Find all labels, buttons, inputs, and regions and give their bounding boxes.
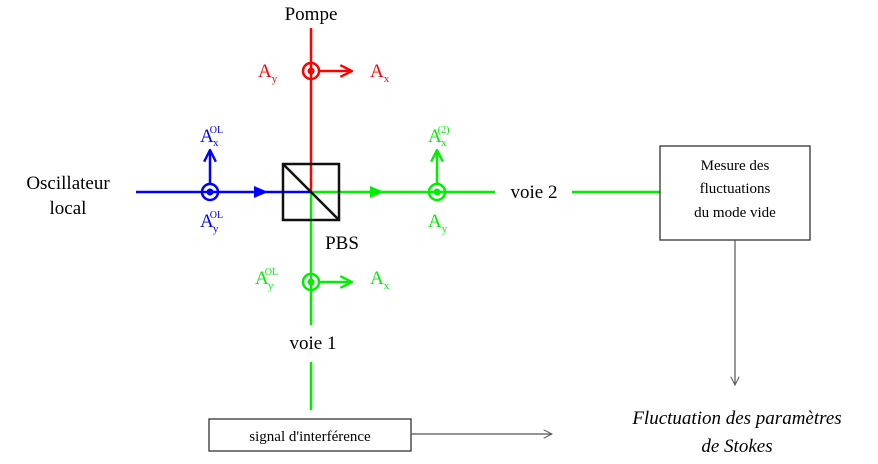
- voie2-ay-label: Ay: [428, 211, 448, 235]
- mesure-line2: fluctuations: [700, 181, 771, 197]
- voie2-ax-sub: x: [441, 137, 447, 149]
- lo-ax-sub: x: [213, 137, 219, 149]
- result-line1: Fluctuation des paramètres: [631, 408, 841, 429]
- pump-ax-label: Ax: [370, 61, 390, 85]
- lo-ay-sub: y: [213, 223, 219, 235]
- signal-box: [208, 418, 412, 452]
- result-line2: de Stokes: [701, 436, 772, 457]
- mesure-box: [659, 145, 811, 241]
- pump-pol-dot: [307, 67, 315, 75]
- voie2-ax-label: A(2): [428, 125, 449, 147]
- voie2-label: voie 2: [511, 182, 558, 203]
- voie1-ax-label: Ax: [370, 268, 390, 292]
- mesure-line3: du mode vide: [694, 205, 776, 221]
- pompe-label: Pompe: [285, 4, 338, 25]
- local-label: local: [50, 198, 87, 219]
- voie2-direction-arrow: [370, 186, 384, 198]
- voie2-pol-dot: [433, 188, 441, 196]
- pump-ay-label: Ay: [258, 61, 278, 85]
- lo-pol-dot: [206, 188, 214, 196]
- oscillateur-label: Oscillateur: [26, 173, 110, 194]
- voie1-ay-label: AOL: [255, 267, 278, 289]
- voie1-label: voie 1: [290, 333, 337, 354]
- pbs-label: PBS: [325, 233, 359, 254]
- lo-ax-label: AOL: [200, 125, 223, 147]
- voie1-ay-sub: y: [268, 280, 274, 292]
- mesure-line1: Mesure des: [701, 158, 770, 174]
- lo-ay-label: AOL: [200, 210, 223, 232]
- pbs-cube: [281, 162, 341, 222]
- pbs-diagonal: [282, 163, 340, 221]
- voie1-pol-dot: [307, 278, 315, 286]
- lo-direction-arrow: [254, 186, 268, 198]
- signal-label: signal d'interférence: [249, 429, 371, 445]
